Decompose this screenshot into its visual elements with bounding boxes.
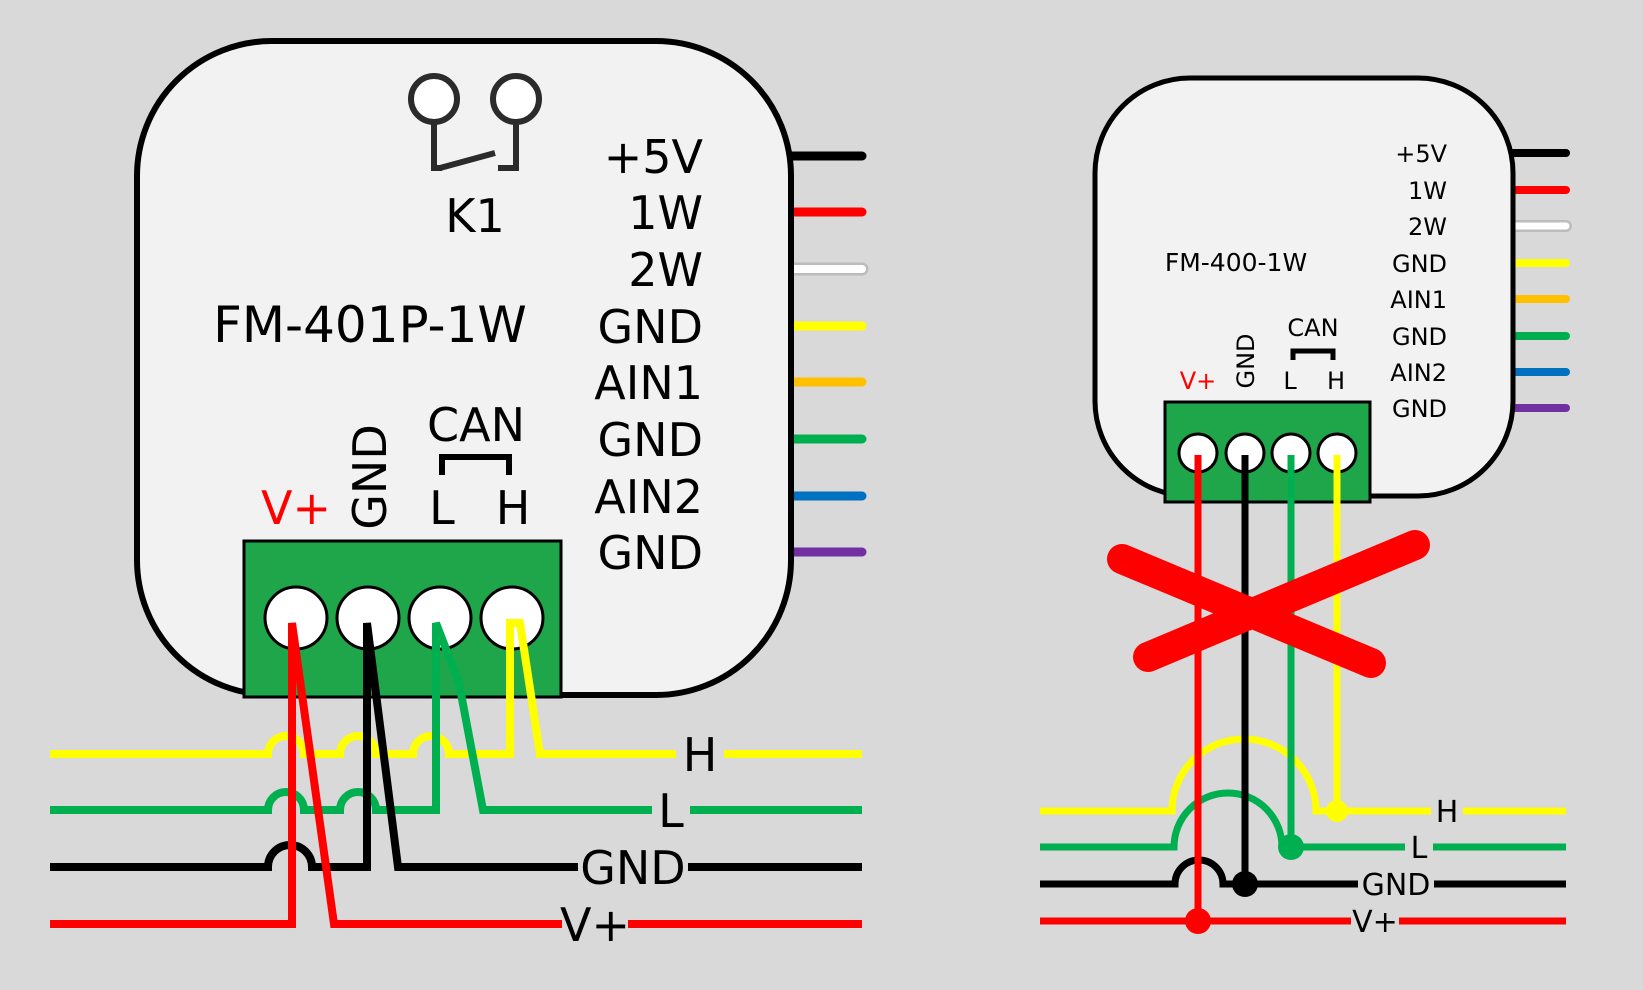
right-pin-label: +5V [1395, 140, 1447, 168]
left-terminal-holes [263, 585, 545, 651]
right-terminal-holes [1177, 432, 1358, 474]
right-pin-label: GND [1392, 250, 1447, 278]
left-device: K1 FM-401P-1W +5V 1W 2W GND AIN1 GND AIN… [50, 38, 869, 952]
right-terminal-can-label: CAN [1287, 314, 1338, 342]
left-relay-label: K1 [445, 189, 504, 243]
left-bus-vplus-label: V+ [560, 898, 630, 952]
left-pin-label: GND [598, 300, 703, 354]
right-junction-h [1326, 800, 1348, 822]
left-pin-label: GND [598, 413, 703, 467]
right-pin-label: 2W [1408, 213, 1447, 241]
left-bus-gnd-label: GND [580, 841, 685, 895]
right-junction-gnd [1232, 871, 1258, 897]
left-bus-l-label: L [658, 784, 684, 838]
left-bus-l [50, 621, 862, 814]
left-bus-labels: H L GND V+ [560, 728, 724, 952]
left-pin-label: +5V [604, 130, 704, 184]
left-pin-label: 2W [628, 243, 703, 297]
left-bus-h-label: H [683, 728, 718, 782]
right-pin-label: AIN1 [1390, 286, 1447, 314]
left-pin-label: 1W [628, 186, 703, 240]
left-pin-label: AIN2 [594, 470, 703, 524]
right-pin-label: AIN2 [1390, 359, 1447, 387]
left-terminal-l-label: L [429, 481, 455, 535]
right-bus-label-bg [1358, 868, 1434, 896]
left-terminal-vplus-label: V+ [261, 481, 331, 535]
left-bus-label-bg [578, 843, 688, 883]
right-junction-vplus [1185, 908, 1211, 934]
right-device: FM-400-1W +5V 1W 2W GND AIN1 GND AIN2 GN… [1040, 75, 1572, 940]
right-terminal-gnd-label: GND [1232, 333, 1260, 388]
right-bus-labels: H L GND V+ [1351, 795, 1463, 940]
right-bus-h-label: H [1436, 795, 1459, 830]
right-bus-l-label: L [1411, 831, 1428, 866]
right-bus-l [1040, 789, 1566, 851]
left-bus-label-bg [676, 729, 724, 769]
left-bus-label-bg [562, 900, 628, 940]
left-pin-labels: +5V 1W 2W GND AIN1 GND AIN2 GND [594, 130, 703, 580]
left-can-bracket [439, 454, 512, 475]
red-cross-icon [1107, 530, 1430, 678]
right-pin-label: GND [1392, 323, 1447, 351]
left-terminal-gnd-label: GND [343, 424, 397, 529]
right-pin-label: 1W [1408, 177, 1447, 205]
right-pin-label: GND [1392, 395, 1447, 423]
relay-contact-icon [408, 73, 542, 171]
left-bus-label-bg [652, 786, 690, 826]
right-bus-label-bg [1405, 832, 1433, 860]
right-bus-label-bg [1351, 905, 1399, 933]
right-terminal-h-label: H [1327, 367, 1345, 395]
left-terminal-h-label: H [496, 481, 531, 535]
right-bus-vplus-label: V+ [1352, 905, 1398, 940]
left-terminal-can-label: CAN [427, 398, 525, 452]
right-bus-label-bg [1431, 795, 1463, 823]
right-pin-labels: +5V 1W 2W GND AIN1 GND AIN2 GND [1390, 140, 1447, 423]
left-pin-label: GND [598, 526, 703, 580]
right-model-label: FM-400-1W [1165, 248, 1307, 277]
left-model-label: FM-401P-1W [213, 296, 527, 354]
left-pin-label: AIN1 [594, 356, 703, 410]
right-junction-l [1278, 834, 1304, 860]
right-terminal-l-label: L [1283, 367, 1297, 395]
right-can-bracket [1290, 348, 1336, 360]
left-bus-vplus [50, 622, 862, 928]
right-terminal-vplus-label: V+ [1180, 367, 1217, 395]
right-bus-gnd-label: GND [1362, 868, 1431, 903]
